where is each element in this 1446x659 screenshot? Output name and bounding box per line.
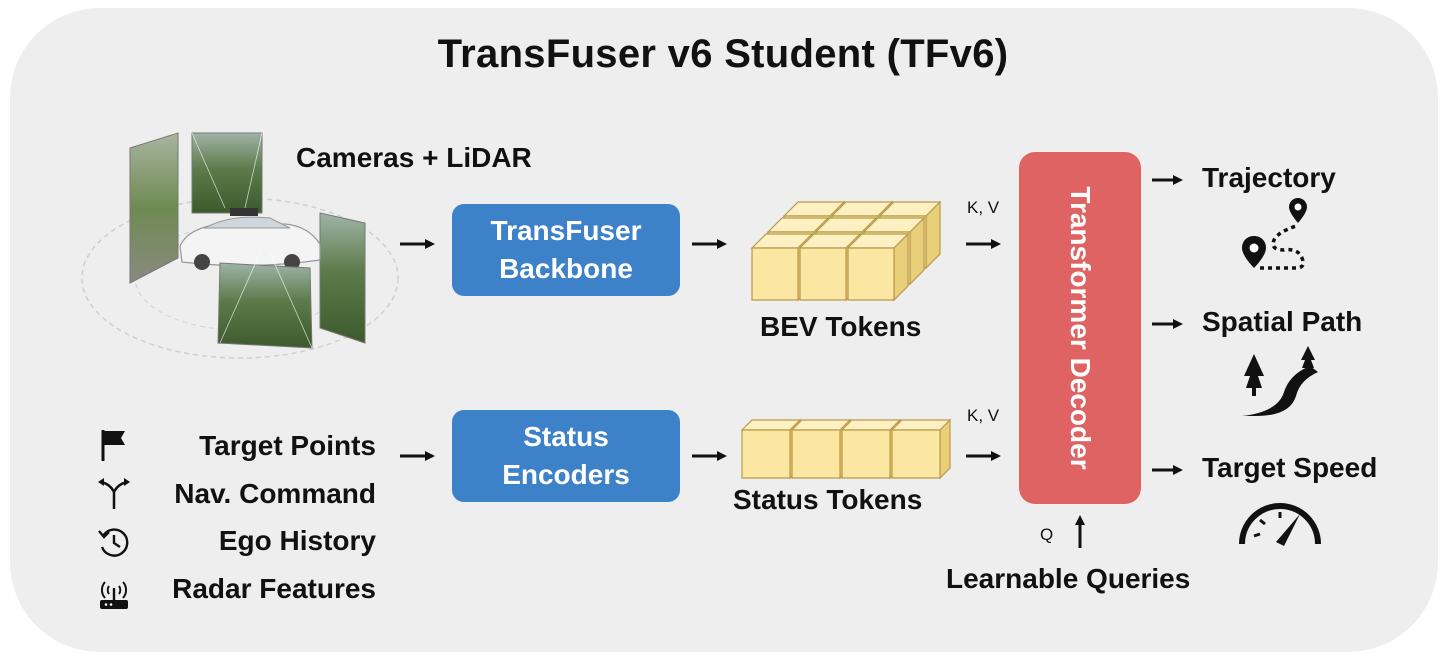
fork-arrow-icon <box>98 478 130 509</box>
output-spatial-path: Spatial Path <box>1202 306 1363 337</box>
output-target-speed: Target Speed <box>1202 452 1378 483</box>
bev-tokens-label: BEV Tokens <box>760 311 922 342</box>
bev-token-cube-0-2 <box>846 232 910 302</box>
status-tokens-label: Status Tokens <box>733 484 923 515</box>
status-item-target-points: Target Points <box>199 430 376 461</box>
flag-icon <box>101 430 125 461</box>
transfuser-backbone-box: TransFuser Backbone <box>452 204 680 296</box>
trajectory-pin-icon <box>1242 198 1307 270</box>
kv-label-bottom: K, V <box>967 406 1000 425</box>
status-token-cube-1 <box>790 418 852 480</box>
history-clock-icon <box>98 528 129 557</box>
status-encoders-box: Status Encoders <box>452 410 680 502</box>
decoder-label: Transformer Decoder <box>1065 186 1096 470</box>
status-token-cube-0 <box>740 418 802 480</box>
backbone-line2: Backbone <box>499 253 633 284</box>
status-token-cube-2 <box>840 418 902 480</box>
learnable-queries-label: Learnable Queries <box>946 563 1191 594</box>
road-trees-icon <box>1242 346 1318 416</box>
status-token-row <box>740 418 952 480</box>
status-token-cube-3 <box>890 418 952 480</box>
bev-token-grid <box>750 200 942 302</box>
status-item-ego-history: Ego History <box>218 525 376 556</box>
status-item-radar-features: Radar Features <box>172 573 376 604</box>
kv-label-top: K, V <box>967 198 1000 217</box>
encoders-line1: Status <box>523 421 609 452</box>
q-label: Q <box>1040 525 1054 544</box>
backbone-line1: TransFuser <box>490 215 642 246</box>
output-trajectory: Trajectory <box>1202 162 1336 193</box>
encoders-line2: Encoders <box>502 459 630 490</box>
sensor-illustration <box>81 132 399 359</box>
radar-router-icon <box>100 581 128 609</box>
sensors-label: Cameras + LiDAR <box>296 142 532 173</box>
speedometer-icon <box>1239 503 1321 546</box>
status-item-nav-command: Nav. Command <box>174 478 376 509</box>
diagram-title: TransFuser v6 Student (TFv6) <box>437 32 1009 76</box>
transformer-decoder-box: Transformer Decoder <box>1019 152 1141 504</box>
